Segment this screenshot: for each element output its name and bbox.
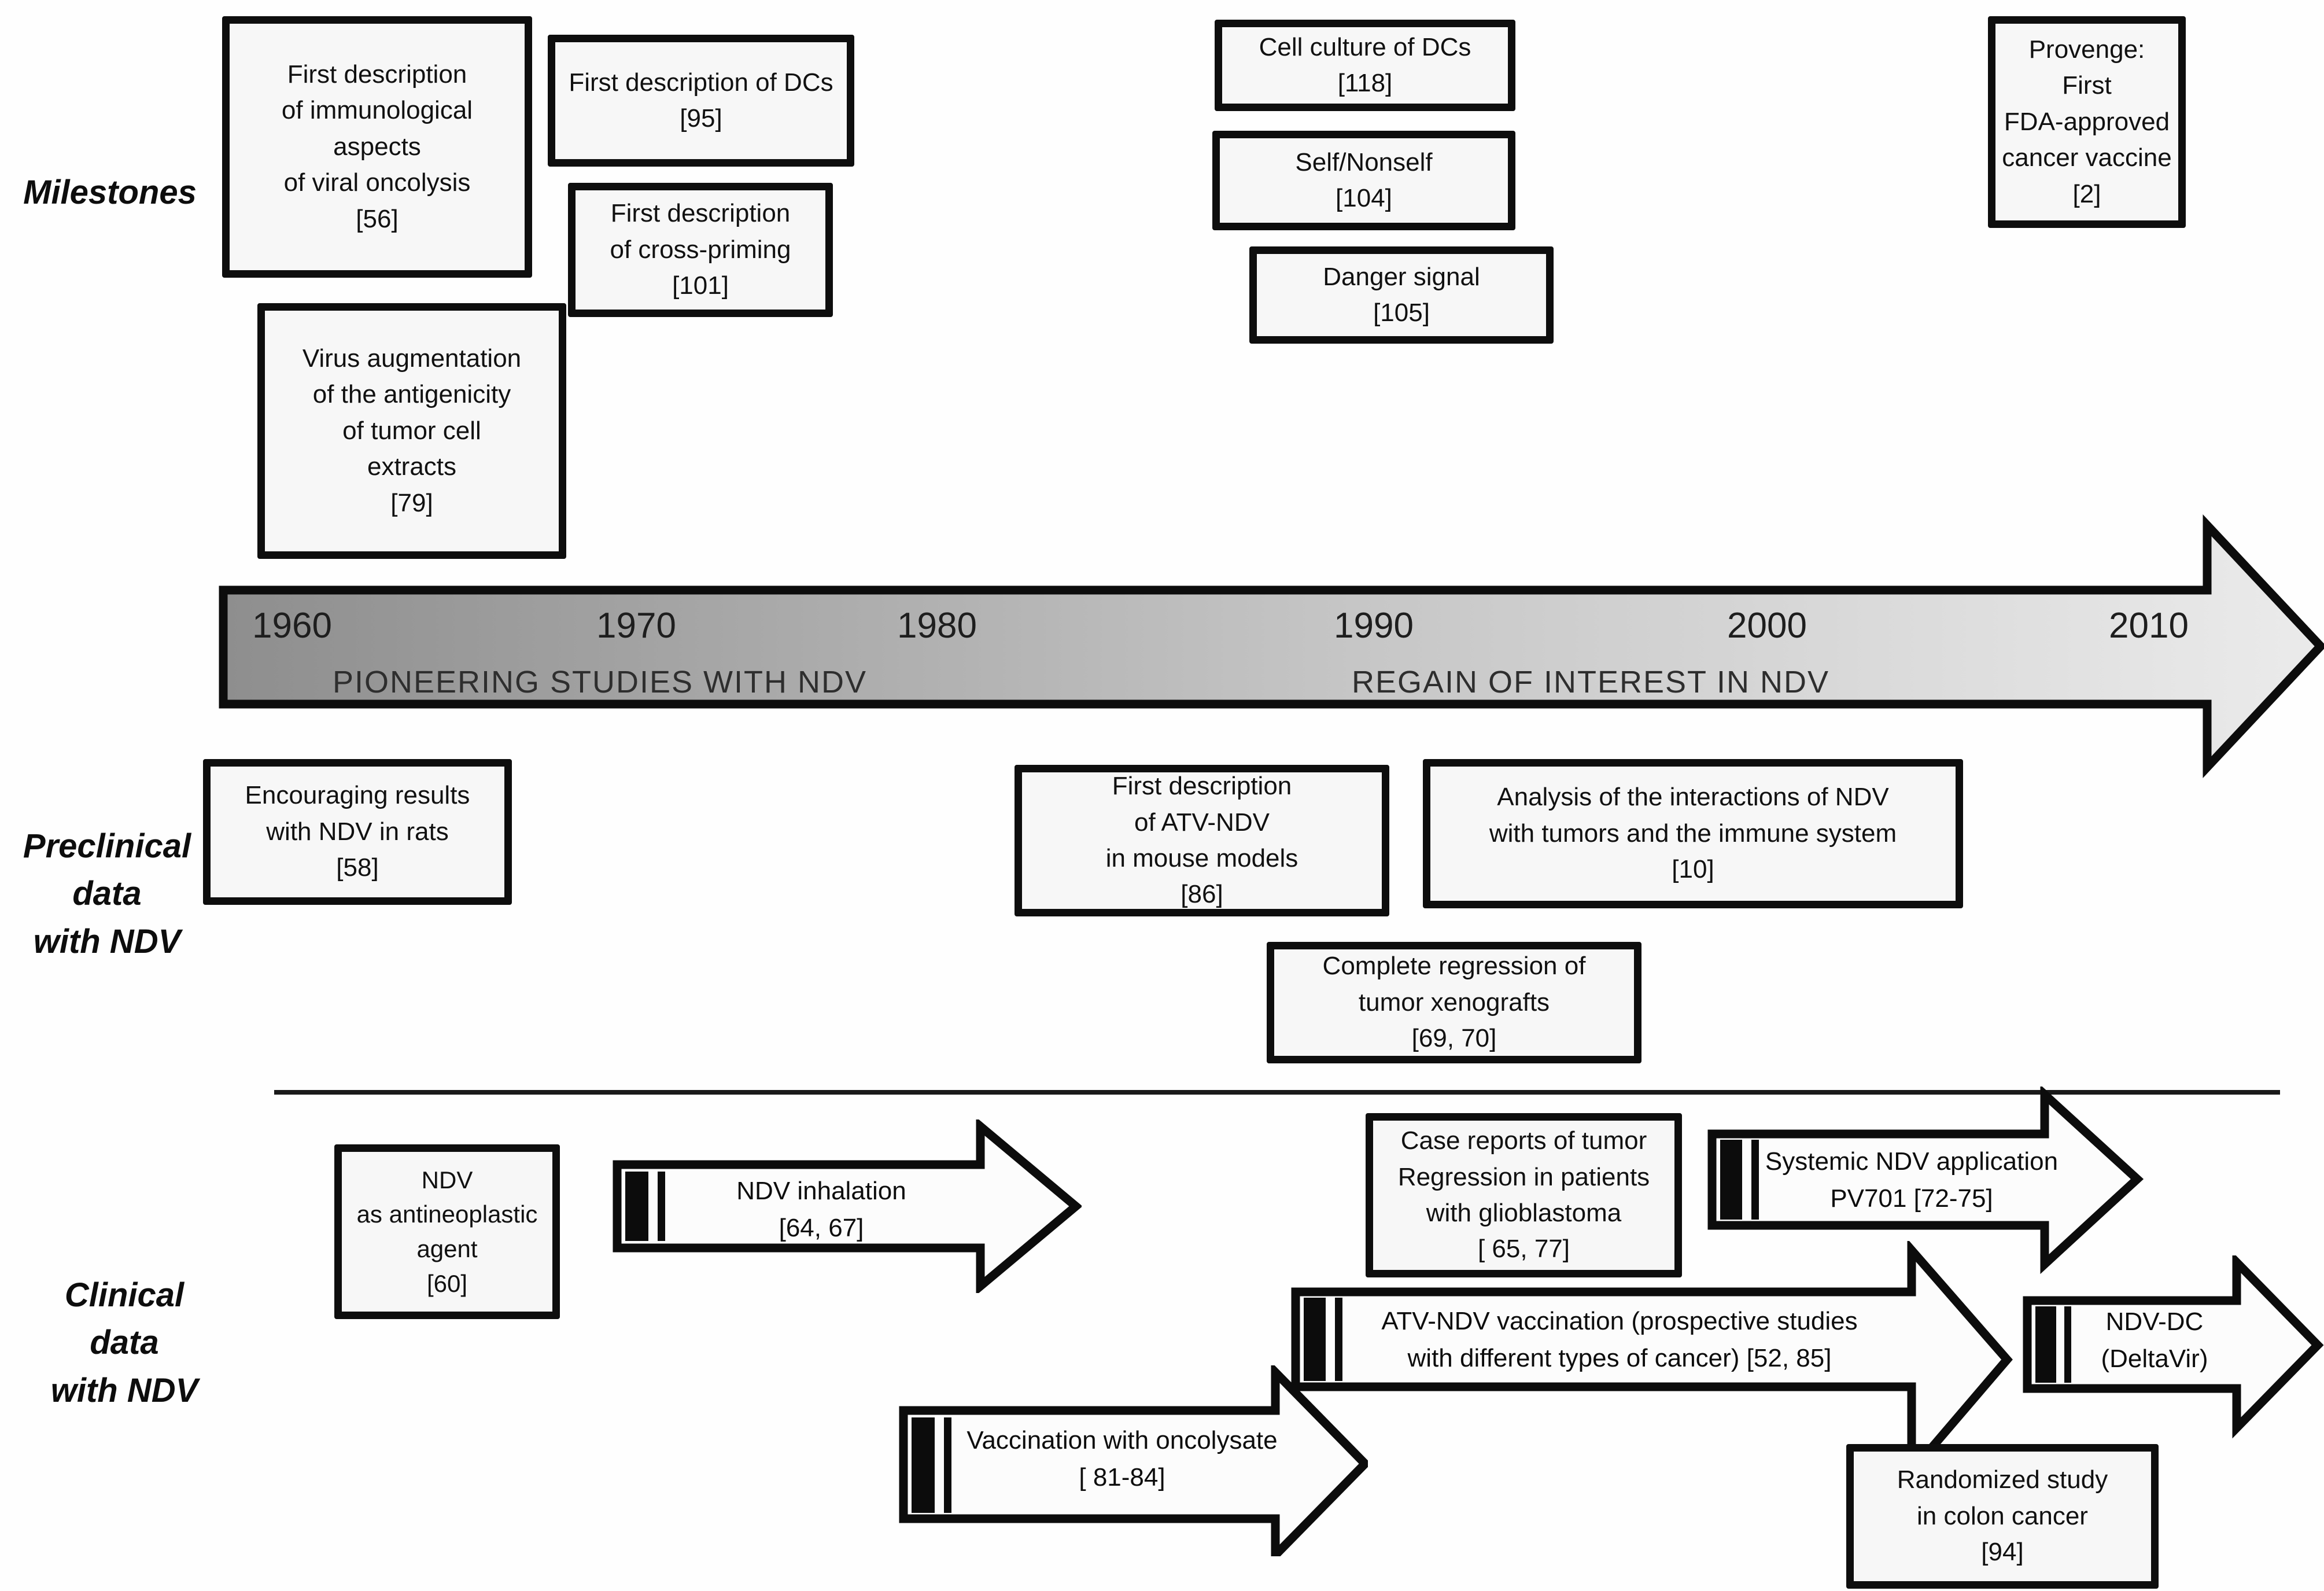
milestone-box-cell-culture-dcs: Cell culture of DCs [118] xyxy=(1215,20,1515,111)
row-label-milestones: Milestones xyxy=(23,174,197,211)
timeline-year-1990: 1990 xyxy=(1334,606,1414,646)
milestone-box-first-dcs: First description of DCs [95] xyxy=(548,35,854,167)
arrow-start-bar xyxy=(1304,1298,1326,1381)
timeline-year-1970: 1970 xyxy=(596,606,676,646)
milestone-box-cross-priming: First description of cross-priming [101] xyxy=(568,183,833,317)
era-label-pioneering: PIONEERING STUDIES WITH NDV xyxy=(332,665,868,699)
milestone-box-danger-signal: Danger signal [105] xyxy=(1249,246,1554,344)
era-label-regain: REGAIN OF INTEREST IN NDV xyxy=(1351,665,1830,699)
arrow-atv-ndv-vaccination-shape xyxy=(1291,1241,2013,1483)
clinical-divider-line xyxy=(274,1090,2280,1095)
timeline-year-2000: 2000 xyxy=(1727,606,1807,646)
timeline-year-1980: 1980 xyxy=(897,606,977,646)
arrow-oncolysate-shape xyxy=(899,1365,1368,1556)
arrow-start-bar xyxy=(2035,1306,2056,1383)
milestone-box-self-nonself: Self/Nonself [104] xyxy=(1212,131,1515,230)
arrow-start-bar-thin xyxy=(1751,1140,1759,1220)
arrow-start-bar-thin xyxy=(944,1417,951,1513)
preclinical-box-rats: Encouraging results with NDV in rats [58… xyxy=(203,759,512,905)
arrow-start-bar-thin xyxy=(1335,1298,1342,1381)
arrow-systemic-pv701 xyxy=(1707,1087,2144,1275)
preclinical-box-atv-ndv-mouse: First description of ATV-NDV in mouse mo… xyxy=(1015,765,1389,916)
clinical-box-antineoplastic: NDV as antineoplastic agent [60] xyxy=(334,1144,560,1319)
milestone-box-viral-oncolysis: First description of immunological aspec… xyxy=(222,16,532,278)
arrow-ndv-inhalation-shape xyxy=(613,1119,1082,1293)
arrow-atv-ndv-vaccination xyxy=(1291,1241,2013,1483)
arrow-start-bar-thin xyxy=(2064,1306,2071,1383)
arrow-start-bar xyxy=(912,1417,935,1513)
arrow-systemic-pv701-shape xyxy=(1707,1087,2144,1275)
arrow-label-ndv-dc: NDV-DC (DeltaVir) xyxy=(2101,1308,2208,1373)
arrow-ndv-dc xyxy=(2023,1255,2324,1439)
timeline-year-2010: 2010 xyxy=(2109,606,2189,646)
arrow-start-bar-thin xyxy=(658,1172,665,1241)
clinical-box-randomized-colon: Randomized study in colon cancer [94] xyxy=(1846,1444,2159,1589)
arrow-label-oncolysate: Vaccination with oncolysate [ 81-84] xyxy=(967,1426,1278,1491)
milestone-box-provenge: Provenge: First FDA-approved cancer vacc… xyxy=(1988,16,2186,228)
timeline-arrow xyxy=(219,514,2324,778)
timeline-arrow-shape xyxy=(219,514,2324,778)
arrow-oncolysate xyxy=(899,1365,1368,1556)
arrow-start-bar xyxy=(625,1172,648,1241)
timeline-year-1960: 1960 xyxy=(252,606,332,646)
arrow-label-systemic-pv701: Systemic NDV application PV701 [72-75] xyxy=(1765,1147,2059,1213)
arrow-ndv-inhalation xyxy=(613,1119,1082,1293)
preclinical-box-xenografts: Complete regression of tumor xenografts … xyxy=(1267,942,1641,1063)
arrow-label-ndv-inhalation: NDV inhalation [64, 67] xyxy=(736,1177,906,1242)
milestone-box-virus-augmentation: Virus augmentation of the antigenicity o… xyxy=(257,303,566,559)
arrow-start-bar xyxy=(1720,1140,1742,1220)
arrow-label-atv-ndv-vaccination: ATV-NDV vaccination (prospective studies… xyxy=(1381,1306,1858,1372)
arrow-ndv-dc-shape xyxy=(2023,1255,2324,1439)
row-label-preclinical: Preclinical data with NDV xyxy=(23,827,191,960)
row-label-clinical: Clinical data with NDV xyxy=(50,1276,198,1409)
preclinical-box-interactions: Analysis of the interactions of NDV with… xyxy=(1423,759,1963,908)
clinical-box-glioblastoma: Case reports of tumor Regression in pati… xyxy=(1366,1113,1682,1277)
